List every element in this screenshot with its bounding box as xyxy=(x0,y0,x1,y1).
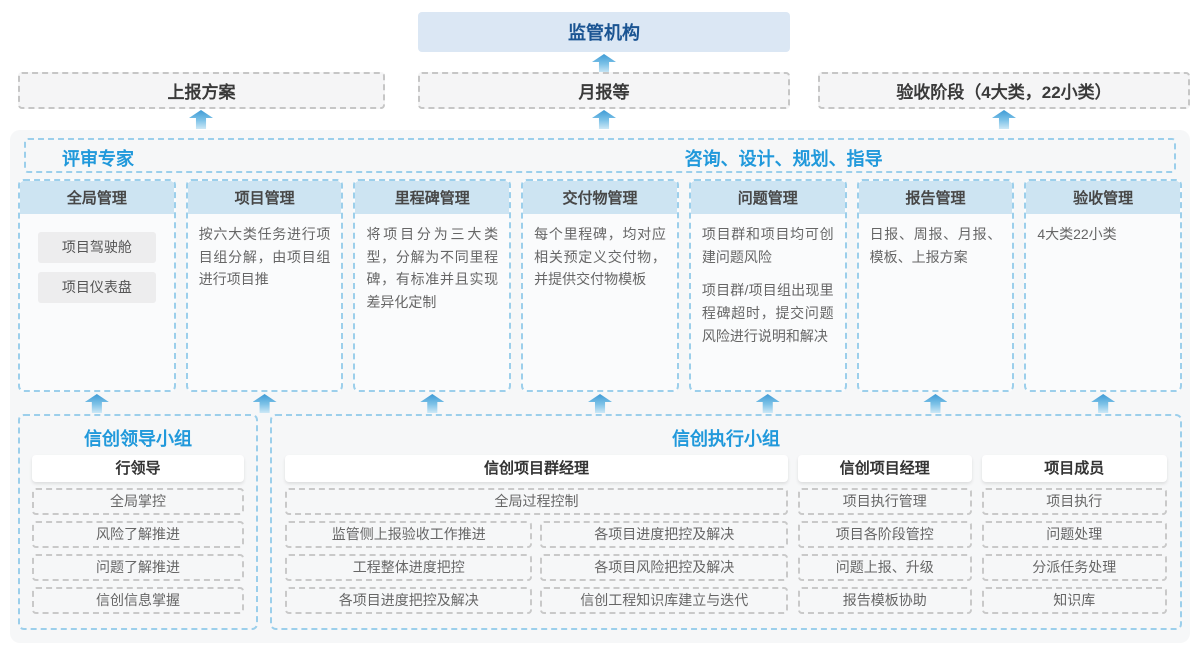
column-header: 问题管理 xyxy=(690,181,845,214)
member-item: 分派任务处理 xyxy=(981,554,1168,581)
report-label: 验收阶段（4大类，22小类） xyxy=(896,83,1112,102)
member-item: 知识库 xyxy=(981,587,1168,614)
up-arrow-icon xyxy=(84,394,109,413)
project-manager-item: 项目各阶段管控 xyxy=(797,521,972,548)
pm-item: 全局过程控制 xyxy=(285,488,788,515)
report-box-yanshou: 验收阶段（4大类，22小类） xyxy=(818,72,1190,109)
leader-item: 风险了解推进 xyxy=(32,521,244,548)
experts-bar: 评审专家 咨询、设计、规划、指导 xyxy=(24,138,1176,173)
column-header: 报告管理 xyxy=(858,181,1013,214)
pm-item: 各项目进度把控及解决 xyxy=(540,521,788,548)
column-issue-mgmt: 问题管理 项目群和项目均可创建问题风险 项目群/项目组出现里程碑超时，提交问题风… xyxy=(688,179,847,392)
pm-item: 各项目进度把控及解决 xyxy=(285,587,533,614)
column-body: 将项目分为三大类型，分解为不同里程碑，有标准并且实现差异化定制 xyxy=(366,226,499,311)
project-manager-section: 信创项目经理 项目执行管理 项目各阶段管控 问题上报、升级 报告模板协助 xyxy=(797,455,972,614)
member-item: 项目执行 xyxy=(981,488,1168,515)
role-card-member: 项目成员 xyxy=(981,455,1168,482)
up-arrow-icon xyxy=(189,110,213,129)
column-header: 项目管理 xyxy=(187,181,342,214)
up-arrow-icon xyxy=(1091,394,1116,413)
leader-group-title: 信创领导小组 xyxy=(84,429,192,449)
column-body: 4大类22小类 xyxy=(1037,226,1117,242)
project-manager-item: 问题上报、升级 xyxy=(797,554,972,581)
column-header: 交付物管理 xyxy=(523,181,677,214)
report-label: 月报等 xyxy=(578,83,630,102)
regulator-label: 监管机构 xyxy=(568,23,640,43)
pm-item: 信创工程知识库建立与迭代 xyxy=(540,587,788,614)
up-arrow-icon xyxy=(252,394,277,413)
column-acceptance-mgmt: 验收管理 4大类22小类 xyxy=(1024,179,1183,392)
column-header: 验收管理 xyxy=(1026,181,1181,214)
column-project-mgmt: 项目管理 按六大类任务进行项目组分解，由项目组进行项目推 xyxy=(185,179,344,392)
report-box-shangbao: 上报方案 xyxy=(18,72,385,109)
pm-item: 工程整体进度把控 xyxy=(285,554,533,581)
role-card-program-manager: 信创项目群经理 xyxy=(285,455,788,482)
up-arrow-icon xyxy=(755,394,780,413)
up-arrow-icon xyxy=(592,110,616,129)
leader-item: 信创信息掌握 xyxy=(32,587,244,614)
column-header: 里程碑管理 xyxy=(355,181,510,214)
leader-item: 问题了解推进 xyxy=(32,554,244,581)
column-body: 项目驾驶舱 项目仪表盘 xyxy=(20,214,174,312)
column-body: 按六大类任务进行项目组分解，由项目组进行项目推 xyxy=(198,226,331,288)
column-deliverable-mgmt: 交付物管理 每个里程碑，均对应相关预定义交付物，并提供交付物模板 xyxy=(521,179,679,392)
consult-label: 咨询、设计、规划、指导 xyxy=(684,149,883,169)
column-body: 日报、周报、月报、模板、上报方案 xyxy=(869,226,1002,265)
program-manager-section: 信创项目群经理 全局过程控制 监管侧上报验收工作推进 各项目进度把控及解决 工程… xyxy=(285,455,788,614)
experts-label: 评审专家 xyxy=(62,149,134,169)
column-header: 全局管理 xyxy=(20,181,174,214)
column-body: 项目群和项目均可创建问题风险 项目群/项目组出现里程碑超时，提交问题风险进行说明… xyxy=(691,214,845,367)
up-arrow-icon xyxy=(588,394,613,413)
leader-item: 全局掌控 xyxy=(32,488,244,515)
management-columns: 全局管理 项目驾驶舱 项目仪表盘 项目管理 按六大类任务进行项目组分解，由项目组… xyxy=(18,179,1183,392)
role-card-bank-leader: 行领导 xyxy=(32,455,244,482)
role-card-project-manager: 信创项目经理 xyxy=(797,455,972,482)
exec-group: 信创执行小组 信创项目群经理 全局过程控制 监管侧上报验收工作推进 各项目进度把… xyxy=(270,414,1182,630)
project-manager-item: 报告模板协助 xyxy=(797,587,972,614)
dashboard-button: 项目仪表盘 xyxy=(37,272,156,303)
project-manager-item: 项目执行管理 xyxy=(797,488,972,515)
up-arrow-icon xyxy=(420,394,445,413)
member-item: 问题处理 xyxy=(981,521,1168,548)
issue-text-1: 项目群和项目均可创建问题风险 xyxy=(701,226,834,265)
issue-text-2: 项目群/项目组出现里程碑超时，提交问题风险进行说明和解决 xyxy=(701,282,834,344)
exec-group-title: 信创执行小组 xyxy=(672,429,780,449)
up-arrow-icon xyxy=(592,54,616,73)
pm-item: 各项目风险把控及解决 xyxy=(540,554,788,581)
column-milestone-mgmt: 里程碑管理 将项目分为三大类型，分解为不同里程碑，有标准并且实现差异化定制 xyxy=(353,179,512,392)
cockpit-button: 项目驾驶舱 xyxy=(37,232,156,263)
column-arrows xyxy=(18,394,1182,413)
column-body: 每个里程碑，均对应相关预定义交付物，并提供交付物模板 xyxy=(534,226,666,288)
report-label: 上报方案 xyxy=(167,83,236,102)
regulator-box: 监管机构 xyxy=(418,12,790,52)
member-section: 项目成员 项目执行 问题处理 分派任务处理 知识库 xyxy=(981,455,1168,614)
pm-item: 监管侧上报验收工作推进 xyxy=(285,521,533,548)
teams-row: 信创领导小组 行领导 全局掌控 风险了解推进 问题了解推进 信创信息掌握 信创执… xyxy=(18,414,1182,630)
report-box-yuebao: 月报等 xyxy=(418,72,790,109)
column-global-mgmt: 全局管理 项目驾驶舱 项目仪表盘 xyxy=(18,179,176,392)
leader-group: 信创领导小组 行领导 全局掌控 风险了解推进 问题了解推进 信创信息掌握 xyxy=(18,414,258,630)
up-arrow-icon xyxy=(923,394,948,413)
up-arrow-icon xyxy=(992,110,1016,129)
exec-grid: 信创项目群经理 全局过程控制 监管侧上报验收工作推进 各项目进度把控及解决 工程… xyxy=(285,455,1168,614)
column-report-mgmt: 报告管理 日报、周报、月报、模板、上报方案 xyxy=(856,179,1015,392)
platform-container: 评审专家 咨询、设计、规划、指导 全局管理 项目驾驶舱 项目仪表盘 项目管理 按… xyxy=(10,130,1190,643)
